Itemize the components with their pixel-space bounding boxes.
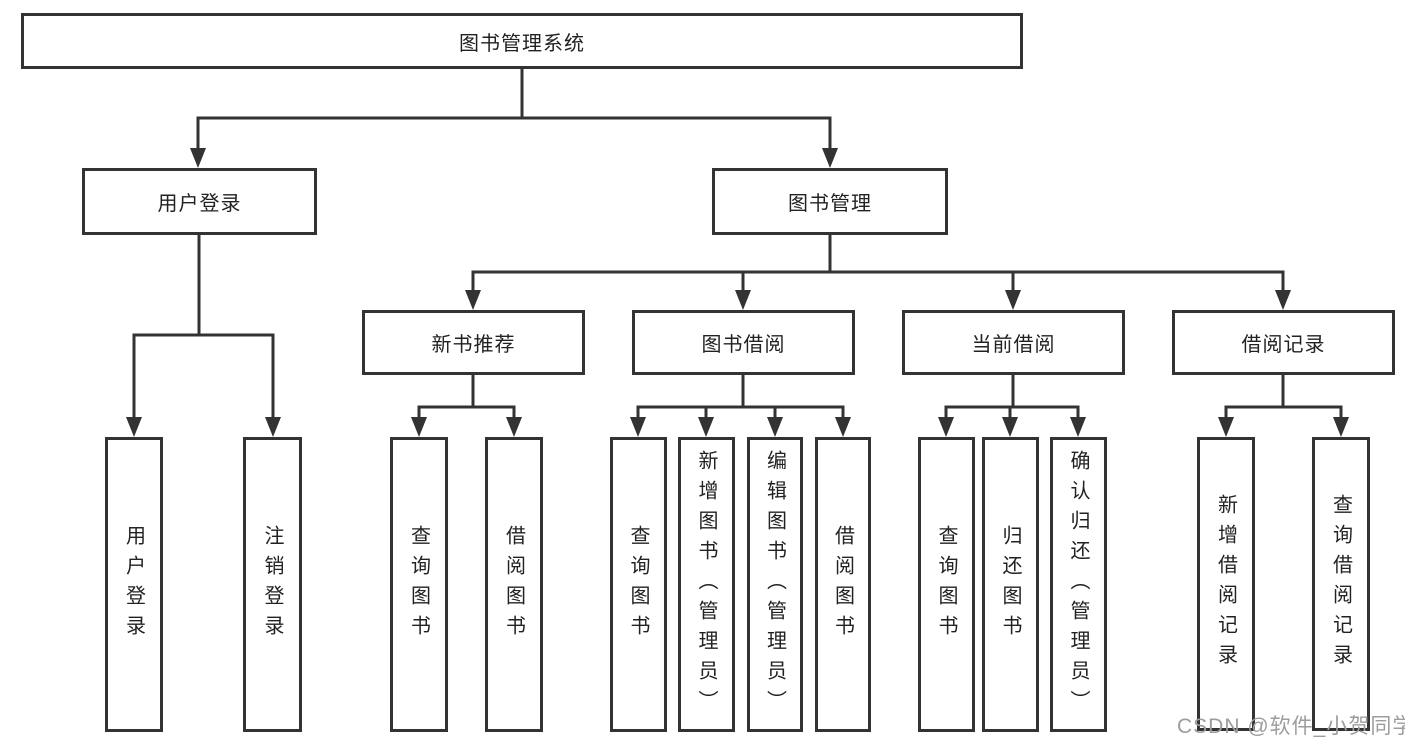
leaf-edit-books-admin: 编辑图书（管理员） (747, 437, 803, 732)
leaf-add-books-admin: 新增图书（管理员） (678, 437, 735, 732)
leaf-user-login-label: 用户登录 (122, 524, 145, 645)
leaf-logout-label: 注销登录 (261, 524, 283, 645)
leaf-add-borrow-record: 新增借阅记录 (1197, 437, 1255, 731)
borrow-record-connectors (1218, 375, 1349, 437)
leaf-borrow-books: 借阅图书 (815, 437, 871, 732)
leaf-borrow-books-recommend-label: 借阅图书 (502, 524, 525, 645)
book-management-connectors (465, 235, 1291, 310)
node-new-book-recommend: 新书推荐 (362, 310, 585, 375)
leaf-confirm-return-admin: 确认归还（管理员） (1050, 437, 1107, 732)
node-user-login-label: 用户登录 (157, 193, 242, 215)
node-root-system-label: 图书管理系统 (459, 32, 585, 55)
leaf-logout: 注销登录 (243, 437, 302, 732)
leaf-borrow-books-label: 借阅图书 (831, 524, 854, 645)
leaf-return-books-label: 归还图书 (999, 524, 1021, 645)
leaf-add-borrow-record-label: 新增借阅记录 (1214, 494, 1237, 674)
node-book-management: 图书管理 (712, 168, 948, 235)
node-borrow-record: 借阅记录 (1172, 310, 1395, 375)
node-book-management-label: 图书管理 (788, 193, 872, 215)
leaf-add-books-admin-label: 新增图书（管理员） (695, 449, 717, 720)
root-connectors (190, 69, 838, 168)
node-root-system: 图书管理系统 (21, 13, 1023, 69)
book-borrow-connectors (630, 375, 851, 437)
node-current-borrow-label: 当前借阅 (971, 334, 1056, 356)
node-current-borrow: 当前借阅 (902, 310, 1125, 375)
leaf-borrow-books-recommend: 借阅图书 (485, 437, 543, 732)
node-user-login: 用户登录 (82, 168, 317, 235)
current-borrow-connectors (938, 375, 1086, 437)
node-borrow-record-label: 借阅记录 (1241, 334, 1326, 356)
leaf-confirm-return-admin-label: 确认归还（管理员） (1067, 449, 1089, 720)
leaf-query-books-current: 查询图书 (918, 437, 975, 732)
leaf-edit-books-admin-label: 编辑图书（管理员） (763, 449, 786, 720)
leaf-user-login: 用户登录 (105, 437, 163, 732)
leaf-query-books-borrow: 查询图书 (610, 437, 667, 732)
csdn-watermark: CSDN @软件_小贺同学 (1177, 715, 1405, 738)
user-login-connectors (126, 235, 281, 437)
node-book-borrow-label: 图书借阅 (701, 334, 786, 356)
leaf-query-books-recommend: 查询图书 (390, 437, 448, 732)
leaf-query-books-current-label: 查询图书 (935, 524, 957, 645)
leaf-query-borrow-record: 查询借阅记录 (1312, 437, 1370, 731)
new-book-recommend-connectors (411, 375, 522, 437)
leaf-query-books-borrow-label: 查询图书 (627, 524, 649, 645)
node-new-book-recommend-label: 新书推荐 (431, 334, 516, 356)
leaf-query-borrow-record-label: 查询借阅记录 (1329, 494, 1352, 674)
leaf-return-books: 归还图书 (982, 437, 1039, 732)
node-book-borrow: 图书借阅 (632, 310, 855, 375)
leaf-query-books-recommend-label: 查询图书 (407, 524, 430, 645)
